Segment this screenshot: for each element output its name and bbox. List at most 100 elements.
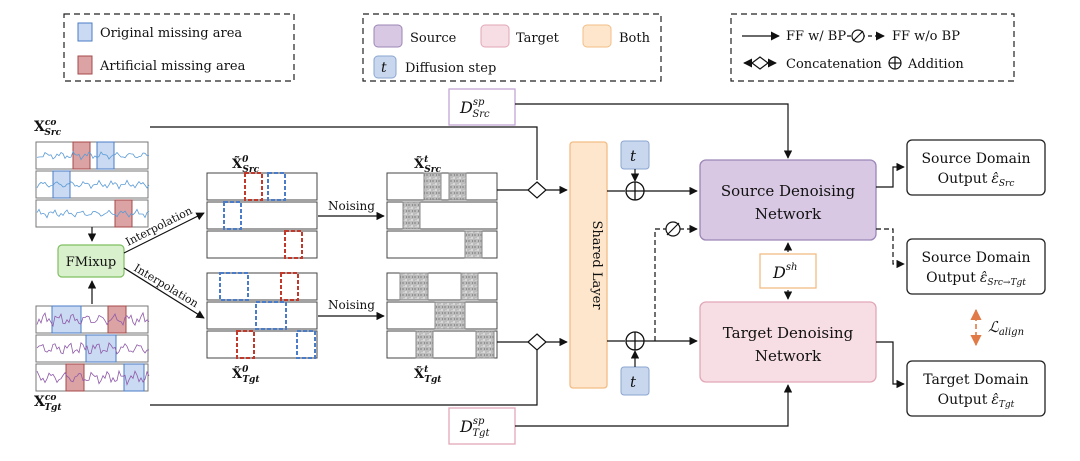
d-sp-tgt-to-network-arrow	[515, 384, 793, 427]
x0-tgt-series	[206, 272, 318, 359]
x0-tgt-row	[206, 330, 318, 359]
original-missing-dashed	[255, 301, 287, 330]
no-bp-path	[654, 224, 698, 341]
ff-bp-label: FF w/ BP	[786, 29, 846, 44]
noising-tgt-label: Noising	[328, 298, 375, 312]
diffusion-step-tgt-symbol: t	[630, 373, 637, 391]
original-missing-block	[123, 363, 145, 392]
source-legend-label: Source	[410, 31, 457, 46]
legend-domains: Source Target Both t Diffusion step	[362, 13, 662, 82]
series-waveform	[36, 369, 150, 386]
target-legend-label: Target	[516, 31, 560, 46]
add-label: Addition	[907, 57, 964, 72]
original-missing-dashed	[296, 330, 316, 359]
cross-output-line1: Source Domain	[921, 250, 1030, 266]
legend-arrows: FF w/ BP FF w/o BP Concatenation Additio…	[730, 13, 1015, 82]
original-missing-swatch	[77, 22, 93, 42]
target-output-line1: Target Domain	[923, 372, 1028, 388]
series-waveform	[36, 179, 150, 190]
fmixup-box	[57, 244, 125, 278]
both-legend-label: Both	[619, 31, 651, 46]
src-network-to-cross-output-arrow	[876, 228, 905, 269]
tgt-network-to-output-arrow	[876, 341, 905, 389]
ff-nobp-label: FF w/o BP	[892, 29, 960, 44]
target-output-box	[906, 360, 1046, 417]
original-missing-block	[96, 141, 115, 170]
concatenation-icon	[743, 56, 777, 70]
d-sh-box	[759, 253, 817, 289]
noised-block	[423, 172, 442, 201]
artificial-missing-dashed	[236, 330, 255, 359]
source-to-target-output-box	[906, 238, 1046, 295]
concat-tgt-icon	[527, 333, 547, 351]
target-network-line1: Target Denoising	[723, 324, 854, 342]
target-waveforms	[36, 311, 150, 386]
noised-block	[448, 172, 467, 201]
concat-src-icon	[527, 181, 547, 199]
noised-block	[434, 301, 466, 330]
series-waveform	[36, 208, 150, 219]
diffusion-step-swatch	[373, 55, 397, 79]
series-waveform	[36, 311, 150, 328]
original-missing-dashed	[219, 272, 249, 301]
source-output-line1: Source Domain	[921, 151, 1030, 167]
noised-block	[415, 330, 434, 359]
xt-src-series	[386, 172, 498, 259]
source-output-box	[906, 139, 1046, 196]
x0-src-row	[206, 230, 318, 259]
interpolation-tgt-label: Interpolation	[131, 261, 200, 310]
original-missing-label: Original missing area	[100, 26, 242, 41]
artificial-missing-dashed	[280, 272, 299, 301]
source-network-line2: Network	[755, 205, 822, 223]
original-missing-dashed	[223, 201, 242, 230]
add-src-icon	[625, 181, 645, 201]
artificial-missing-block	[72, 141, 91, 170]
source-swatch	[373, 24, 403, 48]
source-denoising-network	[699, 159, 877, 241]
legend-arrows-frame	[730, 13, 1015, 82]
legend-domains-frame	[362, 13, 662, 82]
target-network-line2: Network	[755, 347, 822, 365]
legend-missing: Original missing area Artificial missing…	[63, 13, 295, 82]
noised-block	[399, 272, 429, 301]
interpolation-tgt-arrow	[123, 267, 205, 319]
artificial-missing-block	[114, 199, 133, 228]
x0-tgt-row	[206, 272, 318, 301]
diffusion-step-symbol: t	[381, 60, 387, 76]
x0-src-series	[206, 172, 318, 259]
x0-src-row	[206, 201, 318, 230]
artificial-missing-dashed	[244, 172, 263, 201]
shared-layer-label: Shared Layer	[589, 220, 604, 310]
d-sh-label: Dsh	[772, 262, 797, 282]
original-missing-dashed	[267, 172, 286, 201]
target-swatch	[480, 24, 510, 48]
noised-block	[475, 330, 495, 359]
source-input-series	[35, 141, 150, 228]
shared-layer-box	[569, 141, 608, 389]
source-network-line1: Source Denoising	[721, 182, 856, 200]
noised-block	[460, 272, 479, 301]
both-swatch	[582, 24, 612, 48]
xt-tgt-series	[386, 272, 498, 359]
artificial-missing-label: Artificial missing area	[99, 59, 246, 74]
series-waveform	[36, 342, 150, 355]
original-missing-block	[85, 334, 117, 363]
interpolation-src-arrow	[123, 212, 205, 254]
stop-gradient-icon	[665, 221, 681, 237]
src-network-to-output-arrow	[876, 162, 905, 188]
artificial-missing-swatch	[77, 55, 93, 75]
series-waveform	[36, 150, 150, 161]
addition-icon	[888, 56, 902, 70]
add-tgt-icon	[625, 331, 645, 351]
target-input-series	[35, 305, 150, 392]
d-sp-src-to-network-arrow	[515, 103, 793, 159]
ff-nobp-arrow-icon	[847, 29, 885, 43]
noised-block	[464, 230, 483, 259]
